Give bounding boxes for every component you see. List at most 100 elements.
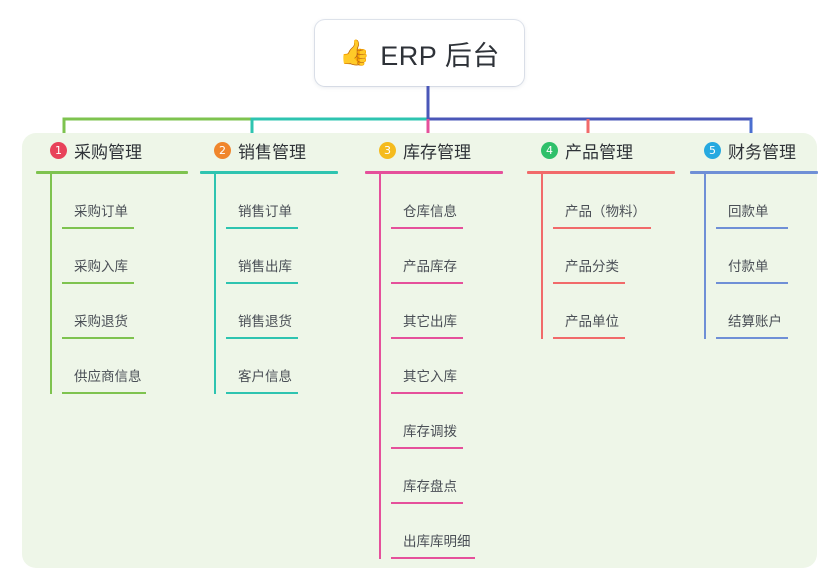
branch-item[interactable]: 采购退货 [62, 284, 188, 339]
branch-item[interactable]: 付款单 [716, 229, 818, 284]
branch-item-underline [391, 282, 463, 284]
branch-item-underline [62, 282, 134, 284]
branch-header-1[interactable]: 1 采购管理 [36, 133, 188, 167]
branch-column-2[interactable]: 2 销售管理销售订单销售出库销售退货客户信息 [200, 133, 338, 394]
branch-column-4[interactable]: 4 产品管理产品（物料） 产品分类产品单位 [527, 133, 675, 339]
branch-title: 库存管理 [403, 142, 471, 162]
branch-item-label: 销售退货 [238, 314, 292, 329]
branch-item-label: 出库库明细 [403, 534, 471, 549]
branch-item-underline [391, 557, 475, 559]
branch-item[interactable]: 其它出库 [391, 284, 503, 339]
branch-spine [704, 174, 706, 339]
branch-item-label: 产品库存 [403, 259, 457, 274]
branch-item[interactable]: 结算账户 [716, 284, 818, 339]
branch-title: 采购管理 [74, 142, 142, 162]
branch-item-underline [391, 447, 463, 449]
branch-item-label: 销售出库 [238, 259, 292, 274]
branch-item-label: 产品单位 [565, 314, 619, 329]
branch-column-3[interactable]: 3 库存管理仓库信息产品库存其它出库其它入库库存调拨库存盘点出库库明细 [365, 133, 503, 559]
branch-underline [690, 171, 818, 174]
branch-item-label: 产品（物料） [565, 204, 646, 219]
branch-spine [50, 174, 52, 394]
branch-column-1[interactable]: 1 采购管理采购订单采购入库采购退货供应商信息 [36, 133, 188, 394]
branches-panel [22, 133, 817, 568]
branch-item-label: 产品分类 [565, 259, 619, 274]
branch-item-label: 采购订单 [74, 204, 128, 219]
branch-item-underline [226, 392, 298, 394]
branch-item-underline [391, 337, 463, 339]
branch-item-underline [62, 392, 146, 394]
branch-underline [527, 171, 675, 174]
branch-item[interactable]: 产品（物料） [553, 174, 675, 229]
branch-items: 仓库信息产品库存其它出库其它入库库存调拨库存盘点出库库明细 [365, 174, 503, 559]
branch-item-label: 采购退货 [74, 314, 128, 329]
branch-items: 销售订单销售出库销售退货客户信息 [200, 174, 338, 394]
branch-item[interactable]: 库存调拨 [391, 394, 503, 449]
branch-item[interactable]: 产品单位 [553, 284, 675, 339]
branch-item-label: 供应商信息 [74, 369, 142, 384]
branch-item-label: 结算账户 [728, 314, 782, 329]
branch-header-2[interactable]: 2 销售管理 [200, 133, 338, 167]
branch-item-underline [553, 337, 625, 339]
branch-item[interactable]: 产品库存 [391, 229, 503, 284]
branch-item-underline [226, 227, 298, 229]
branch-item[interactable]: 销售订单 [226, 174, 338, 229]
branch-title: 销售管理 [238, 142, 306, 162]
branch-item[interactable]: 产品分类 [553, 229, 675, 284]
branch-item-underline [226, 337, 298, 339]
branch-number-badge: 4 [541, 141, 558, 159]
branch-item-label: 仓库信息 [403, 204, 457, 219]
branch-item-label: 库存调拨 [403, 424, 457, 439]
branch-spine [214, 174, 216, 394]
branch-item-underline [716, 282, 788, 284]
branch-item[interactable]: 回款单 [716, 174, 818, 229]
branch-item-label: 库存盘点 [403, 479, 457, 494]
branch-item-label: 付款单 [728, 259, 769, 274]
branch-number-badge: 2 [214, 141, 231, 159]
branch-item-label: 销售订单 [238, 204, 292, 219]
branch-underline [365, 171, 503, 174]
branch-item-underline [62, 337, 134, 339]
branch-item-label: 客户信息 [238, 369, 292, 384]
branch-item[interactable]: 销售出库 [226, 229, 338, 284]
branch-spine [379, 174, 381, 559]
branch-items: 产品（物料） 产品分类产品单位 [527, 174, 675, 339]
branch-item[interactable]: 库存盘点 [391, 449, 503, 504]
branch-item-underline [62, 227, 134, 229]
branch-item[interactable]: 供应商信息 [62, 339, 188, 394]
branch-item-underline [391, 392, 463, 394]
branch-item-underline [716, 337, 788, 339]
branch-item-label: 采购入库 [74, 259, 128, 274]
branch-number-badge: 3 [379, 141, 396, 159]
branch-number-badge: 1 [50, 141, 67, 159]
branch-header-4[interactable]: 4 产品管理 [527, 133, 675, 167]
branch-item-underline [553, 227, 651, 229]
branch-item-underline [226, 282, 298, 284]
branch-item-underline [391, 502, 463, 504]
branch-item-label: 回款单 [728, 204, 769, 219]
thumbs-up-icon: 👍 [339, 38, 371, 67]
root-title: ERP 后台 [380, 40, 500, 71]
branch-item-underline [391, 227, 463, 229]
branch-item-underline [716, 227, 788, 229]
root-node[interactable]: 👍 ERP 后台 [315, 20, 524, 86]
branch-item[interactable]: 销售退货 [226, 284, 338, 339]
branch-item-underline [553, 282, 625, 284]
branch-items: 采购订单采购入库采购退货供应商信息 [36, 174, 188, 394]
branch-item[interactable]: 客户信息 [226, 339, 338, 394]
branch-item[interactable]: 出库库明细 [391, 504, 503, 559]
branch-spine [541, 174, 543, 339]
branch-header-3[interactable]: 3 库存管理 [365, 133, 503, 167]
branch-title: 财务管理 [728, 142, 796, 162]
branch-columns: 1 采购管理采购订单采购入库采购退货供应商信息 2 销售管理销售订单销售出库销售退货客… [22, 133, 818, 568]
branch-item[interactable]: 采购订单 [62, 174, 188, 229]
branch-item[interactable]: 其它入库 [391, 339, 503, 394]
branch-title: 产品管理 [565, 142, 633, 162]
branch-items: 回款单付款单结算账户 [690, 174, 818, 339]
branch-item-label: 其它出库 [403, 314, 457, 329]
branch-item[interactable]: 采购入库 [62, 229, 188, 284]
branch-item[interactable]: 仓库信息 [391, 174, 503, 229]
